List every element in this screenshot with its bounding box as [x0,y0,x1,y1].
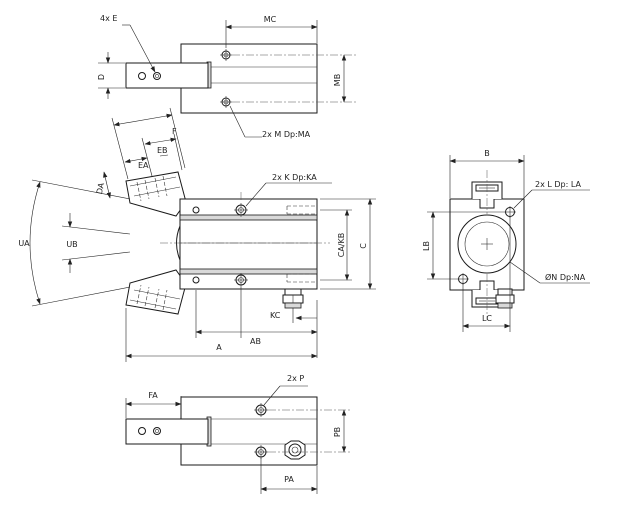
bottom-view-hex-fitting [284,440,306,460]
label-a: A [216,343,222,352]
bottom-view-hole-p-lower [254,445,268,459]
side-view-air-fitting [282,288,304,309]
side-view-hole-k-upper [234,203,248,217]
label-4x-e: 4x E [100,14,117,23]
top-view-hole-m-lower [220,96,232,108]
side-view: UA UB F EB EA DA 2x K Dp:KA CA/KB C [18,107,376,362]
bottom-view: 2x P FA PB PA [125,374,352,494]
end-view-bore-n [457,214,517,274]
label-ab: AB [250,337,261,346]
label-n: ØN Dp:NA [545,272,586,282]
label-ua: UA [18,239,30,248]
side-view-lower-jaw [125,269,187,315]
label-f: F [172,127,177,136]
label-lb: LB [422,241,431,251]
top-view-hole-m-upper [220,49,232,61]
label-da: DA [95,181,106,195]
label-2x-k: 2x K Dp:KA [272,173,317,182]
label-eb: EB [157,146,168,155]
end-view-hole-l-lower [457,273,469,285]
label-kc: KC [270,311,281,320]
label-mc: MC [264,15,277,24]
label-b: B [484,149,490,158]
label-lc: LC [482,314,492,323]
top-view-hole-e2 [153,72,161,80]
label-c: C [359,243,368,249]
label-pb: PB [333,427,342,437]
label-fa: FA [148,391,158,400]
top-view: MC MB D 4x E 2x M Dp:MA [97,14,358,139]
bottom-view-hole-p-upper [254,403,268,417]
bottom-view-jaw [125,418,209,445]
label-d: D [97,74,106,80]
label-2x-m: 2x M Dp:MA [262,130,311,139]
top-view-hole-e1 [138,72,146,80]
label-mb: MB [333,74,342,86]
side-view-pin-lower [192,276,200,284]
side-view-pin-upper [192,206,200,214]
side-view-upper-jaw [125,171,187,217]
label-ca-kb: CA/KB [337,233,346,258]
label-ub: UB [66,240,77,249]
label-ea: EA [138,161,149,170]
label-pa: PA [284,475,294,484]
label-2x-p: 2x P [287,374,304,383]
label-2x-l: 2x L Dp: LA [535,180,581,189]
end-view-air-fitting [495,288,515,309]
side-view-hole-k-lower [234,273,248,287]
end-view: B LB LC 2x L Dp: LA ØN Dp:NA [422,149,590,332]
top-view-jaw [125,62,209,89]
side-view-body [179,198,318,290]
end-view-hole-l-upper [504,206,516,218]
